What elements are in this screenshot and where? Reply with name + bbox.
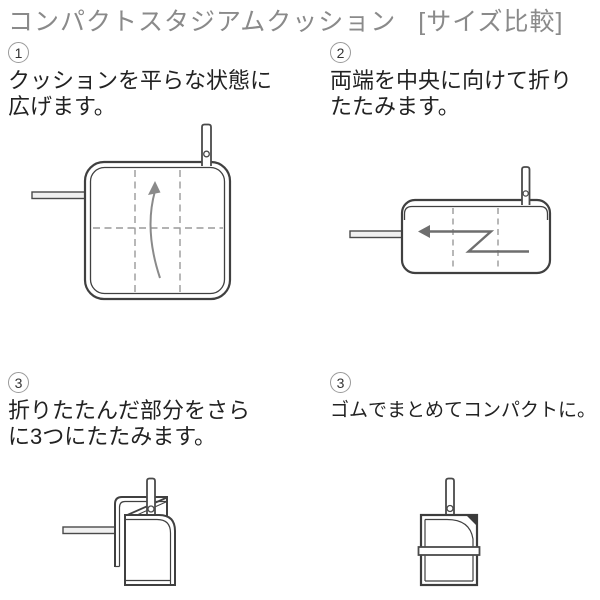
step-3-line-1: 折りたたんだ部分をさら [8, 398, 251, 423]
diagram-cushion-tri-fold [55, 470, 195, 595]
snap-strap-icon [521, 166, 531, 205]
cushion-folded-body [400, 198, 552, 275]
diagram-cushion-compact-banded [413, 470, 493, 595]
diagram-cushion-unfolded [25, 118, 240, 308]
step-1-text: クッションを平らな状態に 広げます。 [8, 68, 272, 120]
snap-strap-icon [201, 123, 212, 166]
step-4-text: ゴムでまとめてコンパクトに。 [330, 398, 596, 424]
step-3: 3 折りたたんだ部分をさら に3つにたたみます。 [8, 372, 250, 450]
step-2-number: 2 [330, 42, 351, 63]
z-fold-arrow-icon [418, 225, 529, 253]
step-2-line-2: たたみます。 [330, 94, 460, 119]
front-fold-layer [124, 514, 176, 586]
step-4-line-1: ゴムでまとめてコンパクトに。 [330, 400, 597, 421]
step-1: 1 クッションを平らな状態に 広げます。 [8, 42, 272, 120]
step-2-line-1: 両端を中央に向けて折り [330, 68, 573, 93]
page-title: コンパクトスタジアムクッション [サイズ比較] [8, 2, 563, 38]
side-strap-icon [62, 526, 118, 535]
fold-guide-lines [93, 170, 223, 294]
unfold-arrow-icon [148, 181, 161, 279]
cushion-body [83, 160, 232, 301]
snap-strap-icon [146, 477, 156, 516]
step-3-line-2: に3つにたたみます。 [8, 424, 217, 449]
product-name: コンパクトスタジアムクッション [8, 8, 397, 36]
step-1-number: 1 [8, 42, 29, 63]
side-strap-icon [31, 191, 87, 200]
step-1-line-1: クッションを平らな状態に [8, 68, 273, 93]
rubber-band-icon [417, 546, 481, 556]
diagram-cushion-ends-folded [345, 160, 560, 280]
step-2-text: 両端を中央に向けて折り たたみます。 [330, 68, 572, 120]
snap-strap-icon [445, 477, 455, 516]
size-comparison-label: [サイズ比較] [418, 8, 564, 36]
step-4-number: 3 [330, 372, 351, 393]
step-4: 3 ゴムでまとめてコンパクトに。 [330, 372, 596, 424]
fold-corner [466, 515, 477, 526]
step-1-line-2: 広げます。 [8, 94, 116, 119]
side-strap-icon [349, 230, 405, 239]
step-3-text: 折りたたんだ部分をさら に3つにたたみます。 [8, 398, 250, 450]
step-2: 2 両端を中央に向けて折り たたみます。 [330, 42, 572, 120]
step-3-number: 3 [8, 372, 29, 393]
